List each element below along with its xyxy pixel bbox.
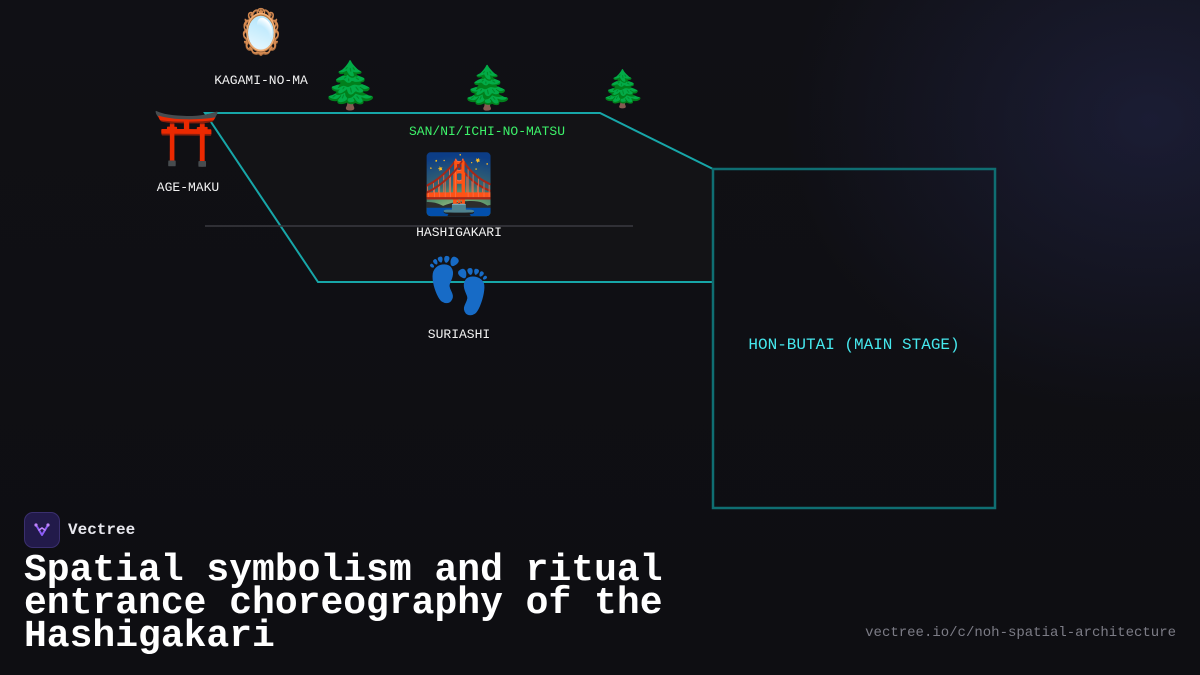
torii-gate-icon: ⛩️ — [153, 107, 221, 170]
vectree-logo-icon — [24, 512, 60, 548]
brand-name: Vectree — [68, 521, 136, 539]
hashigakari-label: HASHIGAKARI — [416, 225, 502, 240]
pine-tree-icon-ni: 🌲 — [461, 63, 515, 112]
footprints-icon: 👣 — [425, 254, 493, 317]
hon-butai-label: HON-BUTAI (MAIN STAGE) — [748, 336, 960, 354]
source-url[interactable]: vectree.io/c/noh-spatial-architecture — [865, 625, 1176, 641]
bridge-icon: 🌉 — [422, 150, 496, 218]
pine-tree-icon-ichi: 🌲 — [600, 69, 646, 110]
mirror-icon: 🪞 — [233, 7, 289, 58]
main-stage-outline — [711, 167, 997, 510]
brand[interactable]: Vectree — [24, 512, 854, 548]
kagami-no-ma-label: KAGAMI-NO-MA — [214, 73, 308, 88]
matsu-label: SAN/NI/ICHI-NO-MATSU — [408, 124, 566, 139]
suriashi-label: SURIASHI — [427, 327, 491, 342]
age-maku-label: AGE-MAKU — [156, 180, 220, 195]
footer: Vectree Spatial symbolism and ritual ent… — [24, 512, 854, 658]
page-title: Spatial symbolism and ritual entrance ch… — [24, 549, 663, 658]
pine-tree-icon-san: 🌲 — [322, 58, 380, 112]
